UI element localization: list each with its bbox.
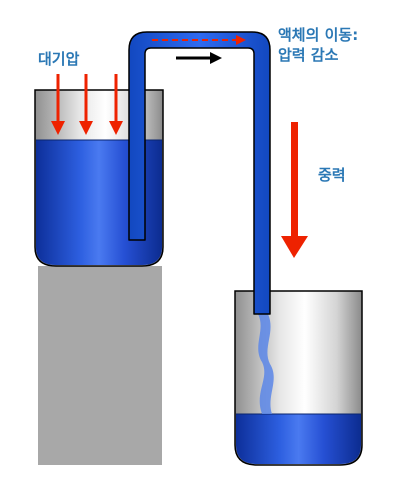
arrow-down-icon [51, 74, 65, 135]
label-liquid-movement-line2: 압력 감소 [278, 46, 339, 64]
arrow-down-icon [79, 74, 93, 135]
arrow-down-icon [109, 74, 123, 135]
pressure-arrows [51, 74, 123, 135]
gravity-arrow [281, 122, 308, 258]
lower-container-water [236, 414, 361, 464]
arrow-right-icon [176, 52, 222, 64]
stand-block [38, 266, 162, 465]
label-liquid-movement-line1: 액체의 이동: [278, 26, 359, 44]
arrow-down-icon [291, 122, 298, 238]
tube-flow-arrow [152, 35, 246, 45]
label-atmospheric-pressure: 대기압 [38, 50, 80, 68]
lower-container [234, 290, 363, 466]
label-gravity: 중력 [318, 166, 346, 184]
water-stream [258, 314, 274, 414]
siphon-tube [128, 31, 271, 315]
